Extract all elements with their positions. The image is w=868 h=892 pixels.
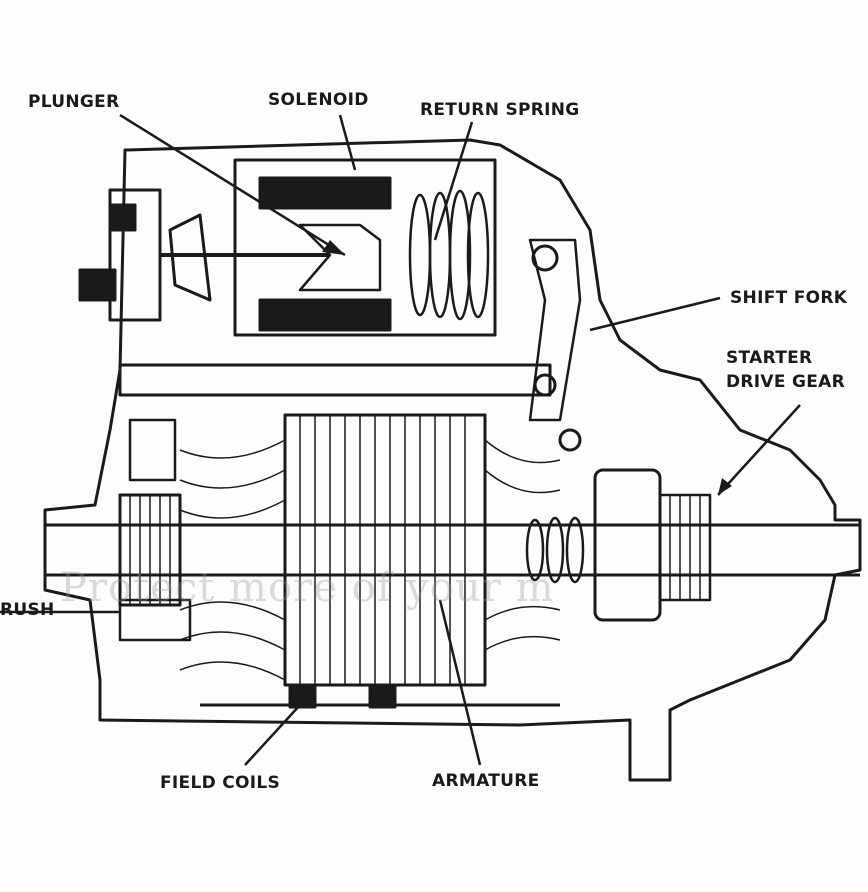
- label-starter-drive-gear-2: DRIVE GEAR: [726, 372, 846, 392]
- shift-fork-pivot: [531, 244, 559, 272]
- drive-gear: [658, 493, 712, 602]
- contact-disc: [168, 213, 212, 302]
- drive-spring: [525, 516, 585, 584]
- watermark-text: Protect more of your m: [60, 565, 555, 611]
- shift-fork: [528, 238, 582, 422]
- terminal-post-top: [108, 203, 137, 232]
- arrow-heads: [322, 240, 732, 495]
- label-starter-drive-gear-1: STARTER: [726, 348, 813, 368]
- brush-holder: [118, 598, 192, 642]
- brush-block: [128, 418, 177, 482]
- label-armature: ARMATURE: [432, 771, 540, 791]
- terminal-post: [78, 268, 117, 302]
- return-spring: [408, 189, 490, 321]
- label-return-spring: RETURN SPRING: [420, 100, 580, 120]
- field-coil-left: [288, 683, 317, 709]
- label-brush: RUSH: [0, 600, 55, 620]
- armature-windings: [179, 439, 561, 681]
- solenoid-winding-top: [258, 176, 392, 210]
- leader-lines: [0, 113, 801, 766]
- overrunning-clutch: [593, 468, 662, 622]
- field-coil-right: [368, 683, 397, 709]
- solenoid-winding-bottom: [258, 298, 392, 332]
- label-plunger: PLUNGER: [28, 92, 120, 112]
- label-field-coils: FIELD COILS: [160, 773, 281, 793]
- armature-core: [283, 413, 487, 687]
- label-solenoid: SOLENOID: [268, 90, 369, 110]
- terminal-block: [108, 188, 162, 322]
- frame-bar: [118, 363, 552, 397]
- solenoid-housing: [233, 158, 497, 337]
- label-shift-fork: SHIFT FORK: [730, 288, 848, 308]
- commutator: [118, 493, 182, 607]
- housing-outline: [43, 138, 862, 782]
